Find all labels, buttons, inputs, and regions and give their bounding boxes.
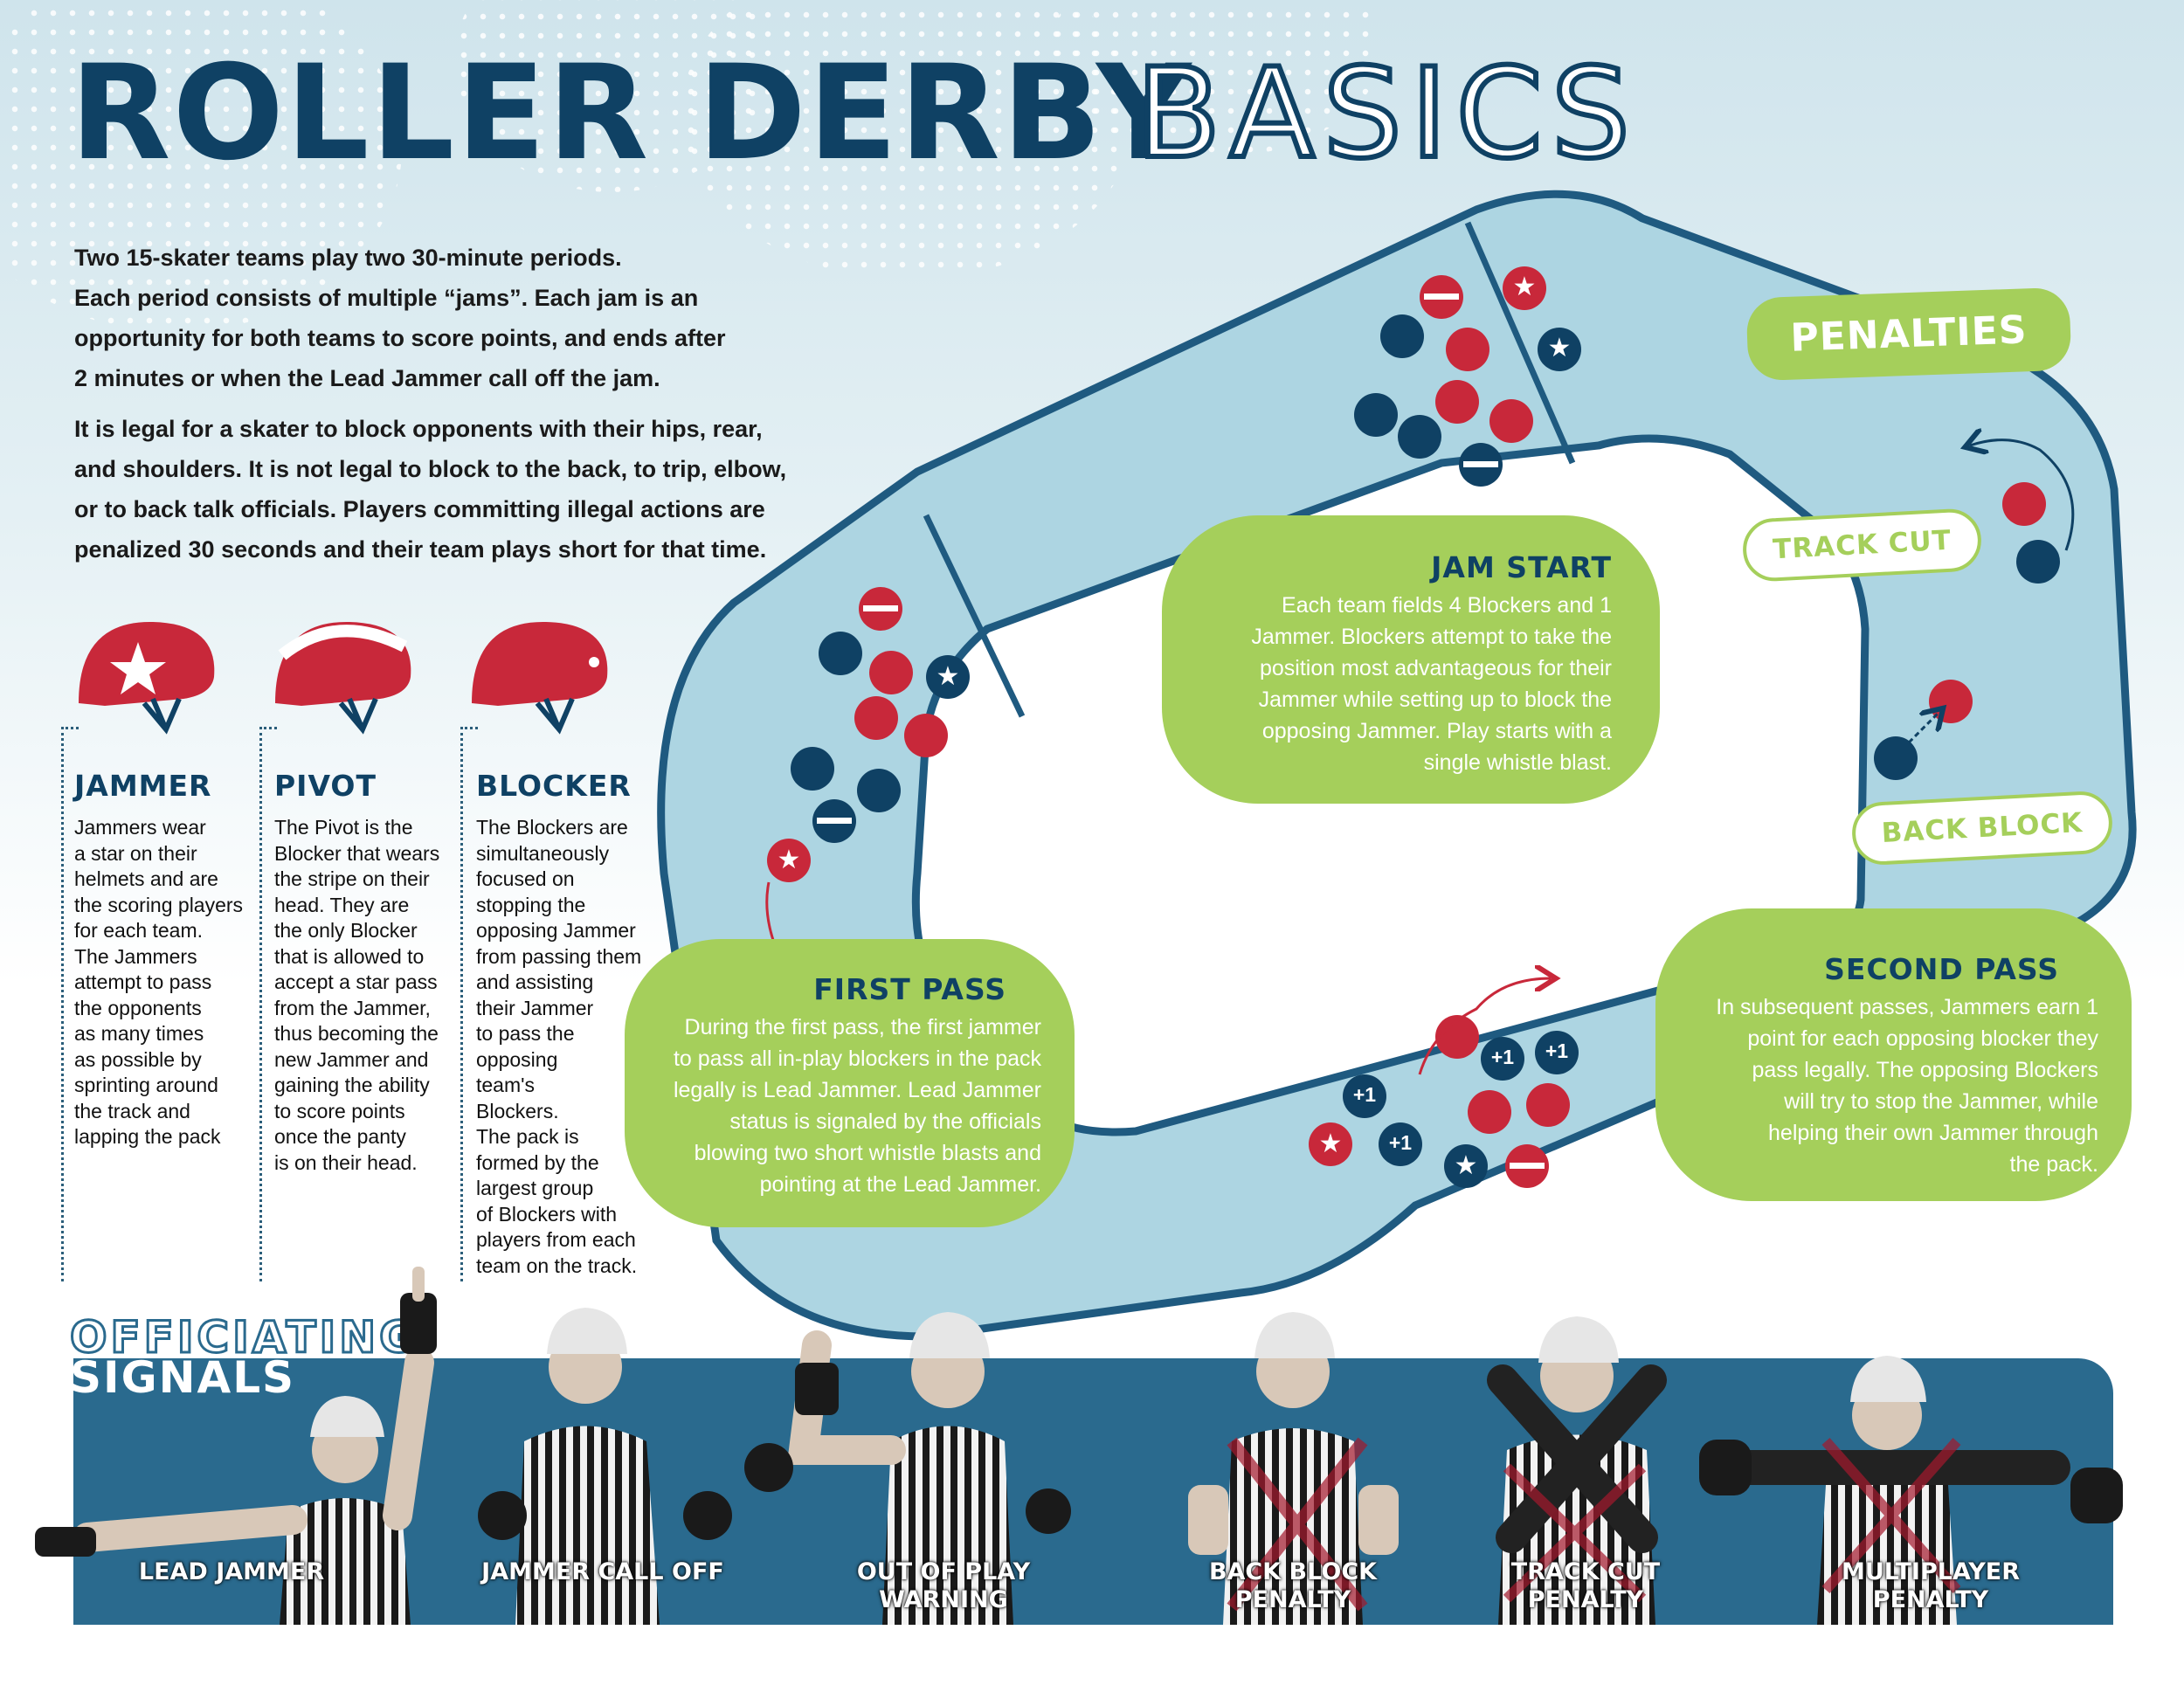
referee-back-block [1188, 1312, 1399, 1625]
intro-paragraph-2: It is legal for a skater to block oppone… [74, 409, 878, 570]
zone-line [923, 514, 1026, 718]
role-title: PIVOT [274, 769, 377, 803]
dotted-divider [61, 727, 79, 729]
dot-texture [0, 0, 402, 332]
point-label: +1 [1490, 1046, 1515, 1068]
signal-label-out-of-play: OUT OF PLAY WARNING [856, 1558, 1031, 1613]
page-title: ROLLER DERBY [70, 38, 1193, 190]
signals-title-line2: SIGNALS [70, 1352, 296, 1403]
dotted-divider [460, 727, 478, 729]
signal-label-track-cut: TRACK CUT PENALTY [1510, 1558, 1661, 1613]
intro-line: It is legal for a skater to block oppone… [74, 416, 763, 442]
intro-line: 2 minutes or when the Lead Jammer call o… [74, 365, 660, 391]
intro-line: or to back talk officials. Players commi… [74, 496, 765, 522]
bubble-title: JAM START [1431, 550, 1612, 584]
signal-label-multiplayer: MULTIPLAYER PENALTY [1841, 1558, 2021, 1613]
bubble-text: In subsequent passes, Jammers earn 1 poi… [1716, 995, 2098, 1177]
intro-paragraph-1: Two 15-skater teams play two 30-minute p… [74, 238, 860, 398]
referee-multiplayer [1699, 1356, 2123, 1625]
signals-title-line1: OFFICIATING [68, 1311, 419, 1364]
stripe-helmet-icon [275, 621, 411, 735]
intro-line: Two 15-skater teams play two 30-minute p… [74, 245, 622, 271]
role-title: JAMMER [74, 769, 212, 803]
signal-label-lead-jammer: LEAD JAMMER [138, 1558, 325, 1585]
intro-line: and shoulders. It is not legal to block … [74, 456, 787, 482]
intro-line: opportunity for both teams to score poin… [74, 325, 726, 351]
pack-top [1354, 266, 1581, 487]
star-icon: ★ [1547, 334, 1572, 363]
star-icon: ★ [1454, 1151, 1478, 1180]
star-helmet-icon [79, 621, 215, 735]
first-pass-bubble: FIRST PASS During the first pass, the fi… [625, 939, 1075, 1227]
bubble-text: During the first pass, the first jammer … [673, 1015, 1041, 1197]
intro-line: penalized 30 seconds and their team play… [74, 536, 767, 563]
star-icon: ★ [936, 662, 960, 691]
dotted-divider [61, 727, 64, 1281]
referee-track-cut [1487, 1316, 1667, 1625]
star-icon: ★ [1318, 1129, 1343, 1158]
second-pass-bubble: SECOND PASS In subsequent passes, Jammer… [1655, 908, 2132, 1201]
referee-jammer-call-off [478, 1308, 732, 1625]
star-icon: ★ [1512, 273, 1537, 301]
pack-left [765, 587, 970, 978]
dotted-divider [259, 727, 262, 1281]
plain-helmet-icon [472, 621, 608, 735]
bubble-text: Each team fields 4 Blockers and 1 Jammer… [1251, 593, 1612, 775]
jam-start-bubble: JAM START Each team fields 4 Blockers an… [1162, 515, 1660, 804]
track-cut-demo [1970, 440, 2075, 584]
point-label: +1 [1388, 1131, 1413, 1154]
page-title-secondary: BASICS [1133, 42, 1639, 186]
point-label: +1 [1352, 1083, 1377, 1106]
point-label: +1 [1545, 1039, 1569, 1062]
pack-bottom [1309, 978, 1579, 1188]
dotted-divider [259, 727, 277, 729]
signal-label-back-block: BACK BLOCK PENALTY [1208, 1558, 1378, 1613]
intro-line: Each period consists of multiple “jams”.… [74, 285, 699, 311]
back-block-demo [1874, 680, 1973, 780]
bubble-title: FIRST PASS [813, 972, 1006, 1006]
zone-line [1464, 221, 1576, 465]
referee-lead-jammer [35, 1267, 437, 1625]
role-title: BLOCKER [476, 769, 632, 803]
star-icon: ★ [777, 846, 801, 874]
bubble-title: SECOND PASS [1824, 952, 2059, 986]
dotted-divider [460, 727, 463, 1281]
referee-out-of-play [744, 1312, 1071, 1625]
signal-label-jammer-call-off: JAMMER CALL OFF [481, 1558, 724, 1585]
